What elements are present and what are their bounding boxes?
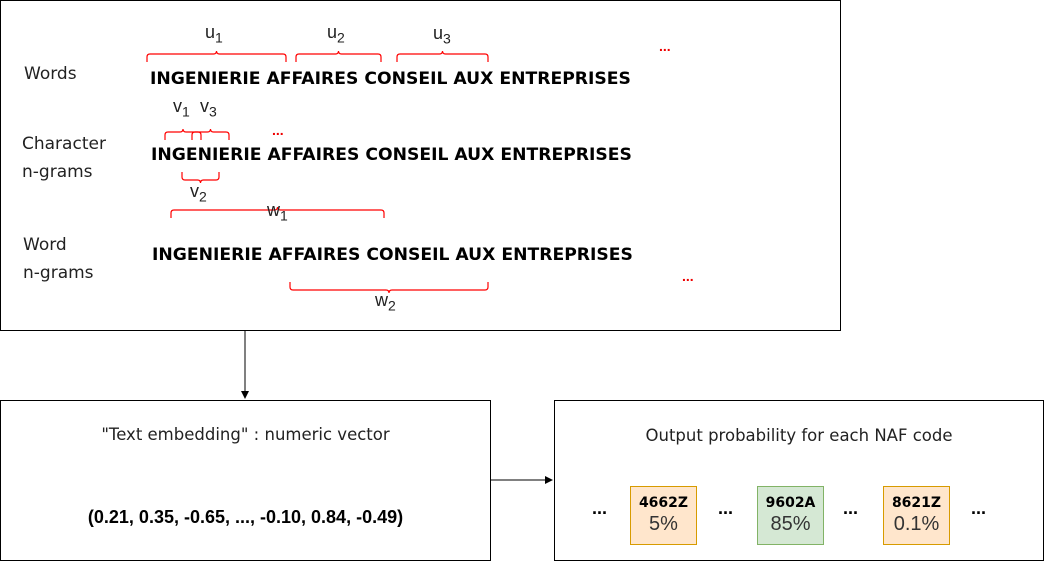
embedding-title: "Text embedding" : numeric vector <box>101 425 390 444</box>
symbol-v3: v3 <box>200 96 217 120</box>
ellipsis-word-ngrams: ... <box>682 268 694 284</box>
brace-u3 <box>396 50 489 62</box>
brace-u2 <box>295 50 382 62</box>
ellipsis: ... <box>718 498 734 518</box>
label-line: n-grams <box>23 263 94 283</box>
label-line: Character <box>22 134 106 154</box>
sentence-words: INGENIERIE AFFAIRES CONSEIL AUX ENTREPRI… <box>150 69 631 89</box>
row-label-character-ngrams: Character n-grams <box>22 130 106 186</box>
symbol-w1: w1 <box>267 200 288 224</box>
ellipsis-words: ... <box>659 38 671 54</box>
symbol-v2: v2 <box>190 181 207 205</box>
brace-u1 <box>146 50 287 62</box>
brace-w1 <box>170 206 385 218</box>
symbol-w2: w2 <box>375 290 396 314</box>
brace-w2 <box>289 282 489 294</box>
tokenization-panel <box>0 0 841 331</box>
symbol-v1: v1 <box>173 96 190 120</box>
label-line: Word <box>23 235 67 255</box>
row-label-words: Words <box>24 60 77 88</box>
sentence-word-ngrams: INGENIERIE AFFAIRES CONSEIL AUX ENTREPRI… <box>152 245 633 265</box>
brace-v3 <box>191 128 230 140</box>
ellipsis: ... <box>843 498 859 518</box>
label-line: n-grams <box>22 162 93 182</box>
symbol-u3: u3 <box>433 23 451 47</box>
output-title: Output probability for each NAF code <box>645 426 953 445</box>
label-line: Words <box>24 64 77 84</box>
ellipsis: ... <box>592 498 608 518</box>
symbol-u2: u2 <box>327 22 345 46</box>
embedding-panel <box>0 400 491 561</box>
row-label-word-ngrams: Word n-grams <box>23 231 94 287</box>
embedding-vector: (0.21, 0.35, -0.65, ..., -0.10, 0.84, -0… <box>87 507 404 527</box>
brace-v1 <box>164 128 202 140</box>
sentence-character-ngrams: INGENIERIE AFFAIRES CONSEIL AUX ENTREPRI… <box>151 145 632 165</box>
symbol-u1: u1 <box>205 22 223 46</box>
ellipsis-character-ngrams: ... <box>272 122 284 138</box>
ellipsis: ... <box>971 498 987 518</box>
brace-v2 <box>181 172 220 184</box>
